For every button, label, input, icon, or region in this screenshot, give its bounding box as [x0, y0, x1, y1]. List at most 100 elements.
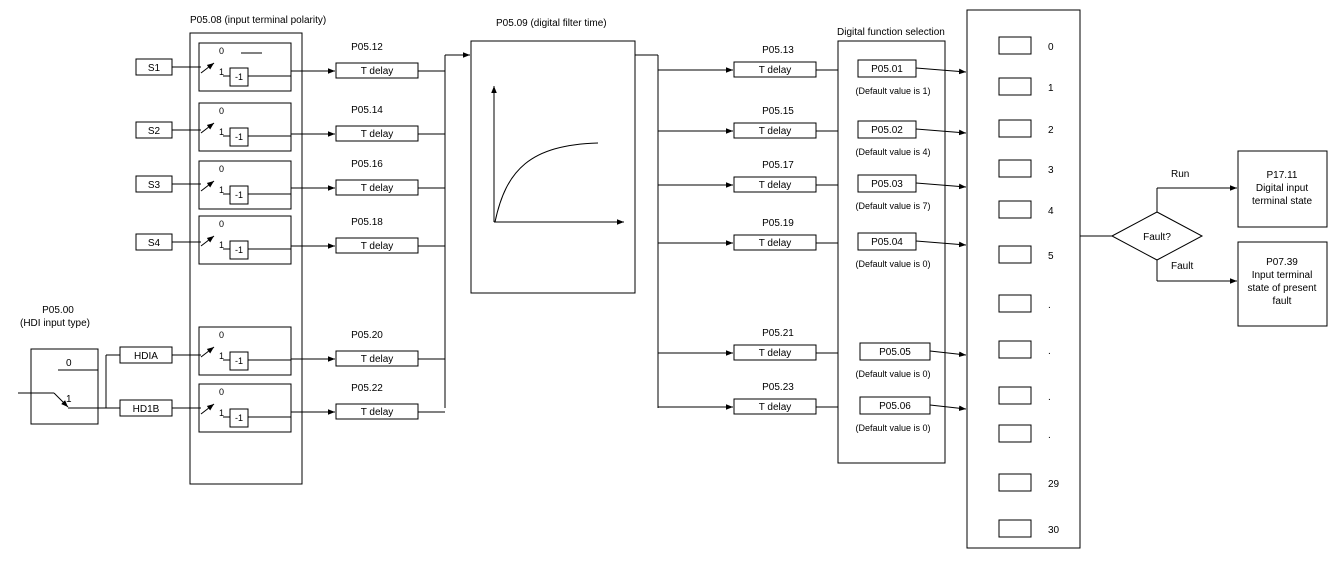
filter-curve	[494, 142, 599, 223]
polarity-block: 0 1 -1	[198, 383, 292, 433]
polarity-block: 0 1 -1	[198, 102, 292, 152]
function-slot-label: 30	[1048, 525, 1060, 536]
function-default-label: (Default value is 0)	[855, 423, 930, 433]
polarity-pos0-label: 0	[219, 219, 224, 229]
hdi-desc-label: (HDI input type)	[20, 318, 90, 329]
delay-label: T delay	[361, 66, 394, 77]
run-output-box	[1237, 150, 1328, 228]
function-param-label: P05.04	[871, 237, 903, 248]
hdi-type-box	[30, 348, 99, 425]
polarity-pos0-label: 0	[219, 387, 224, 397]
delay2-param-label: P05.17	[762, 160, 794, 171]
run-output-line1: P17.11	[1267, 170, 1298, 181]
inverter-box	[229, 67, 249, 87]
hdi-opt0-label: 0	[66, 358, 72, 369]
delay-label: T delay	[361, 407, 394, 418]
delay2-label: T delay	[759, 402, 792, 413]
inverter-label: -1	[235, 72, 243, 82]
inverter-box	[229, 351, 249, 371]
function-slot-label: 2	[1048, 125, 1054, 136]
function-param-label: P05.05	[879, 347, 911, 358]
function-default-label: (Default value is 0)	[855, 369, 930, 379]
function-slot-box	[998, 36, 1032, 55]
polarity-block: 01-1	[198, 215, 292, 265]
delay-label: T delay	[361, 183, 394, 194]
function-slot-label: .	[1048, 430, 1051, 441]
delay-label: T delay	[361, 354, 394, 365]
terminal-s1-label: S1	[148, 63, 161, 74]
function-slot-label: 5	[1048, 251, 1054, 262]
function-slot-box	[998, 294, 1032, 313]
polarity-pos1-label: 1	[219, 408, 224, 418]
run-output-line3: terminal state	[1252, 196, 1312, 207]
delay-label: T delay	[361, 129, 394, 140]
delay-param-label: P05.22	[351, 383, 383, 394]
filter-title: P05.09 (digital filter time)	[496, 18, 607, 29]
function-slot-box	[998, 77, 1032, 96]
function-param-label: P05.01	[871, 64, 903, 75]
function-default-label: (Default value is 1)	[855, 86, 930, 96]
inverter-label: -1	[235, 356, 243, 366]
function-slot-label: 4	[1048, 206, 1054, 217]
run-output-line2: Digital input	[1256, 183, 1308, 194]
function-slot-label: .	[1048, 392, 1051, 403]
terminal-s4-label: S4	[148, 238, 161, 249]
inverter-label: -1	[235, 413, 243, 423]
terminal-s2-label: S2	[148, 126, 161, 137]
polarity-block: 01-1	[198, 42, 292, 92]
hdi-opt1-label: 1	[66, 394, 72, 405]
fault-label: Fault	[1171, 261, 1193, 272]
function-default-label: (Default value is 7)	[855, 201, 930, 211]
polarity-block: 0 1 -1	[198, 326, 292, 376]
delay2-label: T delay	[759, 238, 792, 249]
polarity-pos0-label: 0	[219, 330, 224, 340]
delay-param-label: P05.20	[351, 330, 383, 341]
terminal-s3-label: S3	[148, 180, 161, 191]
fault-output-line2: Input terminal	[1252, 270, 1313, 281]
inverter-box	[229, 127, 249, 147]
function-slot-box	[998, 519, 1032, 538]
delay-param-label: P05.18	[351, 217, 383, 228]
hdi-param-label: P05.00	[42, 305, 74, 316]
function-slot-label: 1	[1048, 83, 1054, 94]
delay-param-label: P05.14	[351, 105, 383, 116]
function-slot-box	[998, 159, 1032, 178]
delay-label: T delay	[361, 241, 394, 252]
inverter-box	[229, 408, 249, 428]
fault-decision-label: Fault?	[1143, 232, 1171, 243]
function-slot-box	[998, 386, 1032, 405]
polarity-pos1-label: 1	[219, 127, 224, 137]
polarity-pos1-label: 1	[219, 185, 224, 195]
function-slot-box	[998, 200, 1032, 219]
function-slot-label: .	[1048, 346, 1051, 357]
function-param-label: P05.06	[879, 401, 911, 412]
inverter-box	[229, 185, 249, 205]
delay2-label: T delay	[759, 180, 792, 191]
polarity-pos1-label: 1	[219, 351, 224, 361]
function-param-label: P05.02	[871, 125, 903, 136]
delay2-param-label: P05.21	[762, 328, 794, 339]
inverter-label: -1	[235, 245, 243, 255]
delay2-param-label: P05.15	[762, 106, 794, 117]
delay2-label: T delay	[759, 126, 792, 137]
inverter-label: -1	[235, 190, 243, 200]
polarity-title: P05.08 (input terminal polarity)	[190, 15, 326, 26]
function-slot-label: 3	[1048, 165, 1054, 176]
fault-output-line4: fault	[1273, 296, 1292, 307]
inverter-box	[229, 240, 249, 260]
delay2-label: T delay	[759, 65, 792, 76]
function-slot-box	[998, 473, 1032, 492]
function-slot-box	[998, 245, 1032, 264]
polarity-pos0-label: 0	[219, 106, 224, 116]
fault-output-line3: state of present	[1248, 283, 1317, 294]
terminal-hdia-label: HDIA	[134, 351, 158, 362]
run-label: Run	[1171, 169, 1189, 180]
delay2-param-label: P05.23	[762, 382, 794, 393]
function-slot-label: 29	[1048, 479, 1060, 490]
function-slot-box	[998, 119, 1032, 138]
function-slot-frame	[966, 9, 1081, 549]
inverter-label: -1	[235, 132, 243, 142]
polarity-pos0-label: 0	[219, 46, 224, 56]
function-default-label: (Default value is 4)	[855, 147, 930, 157]
